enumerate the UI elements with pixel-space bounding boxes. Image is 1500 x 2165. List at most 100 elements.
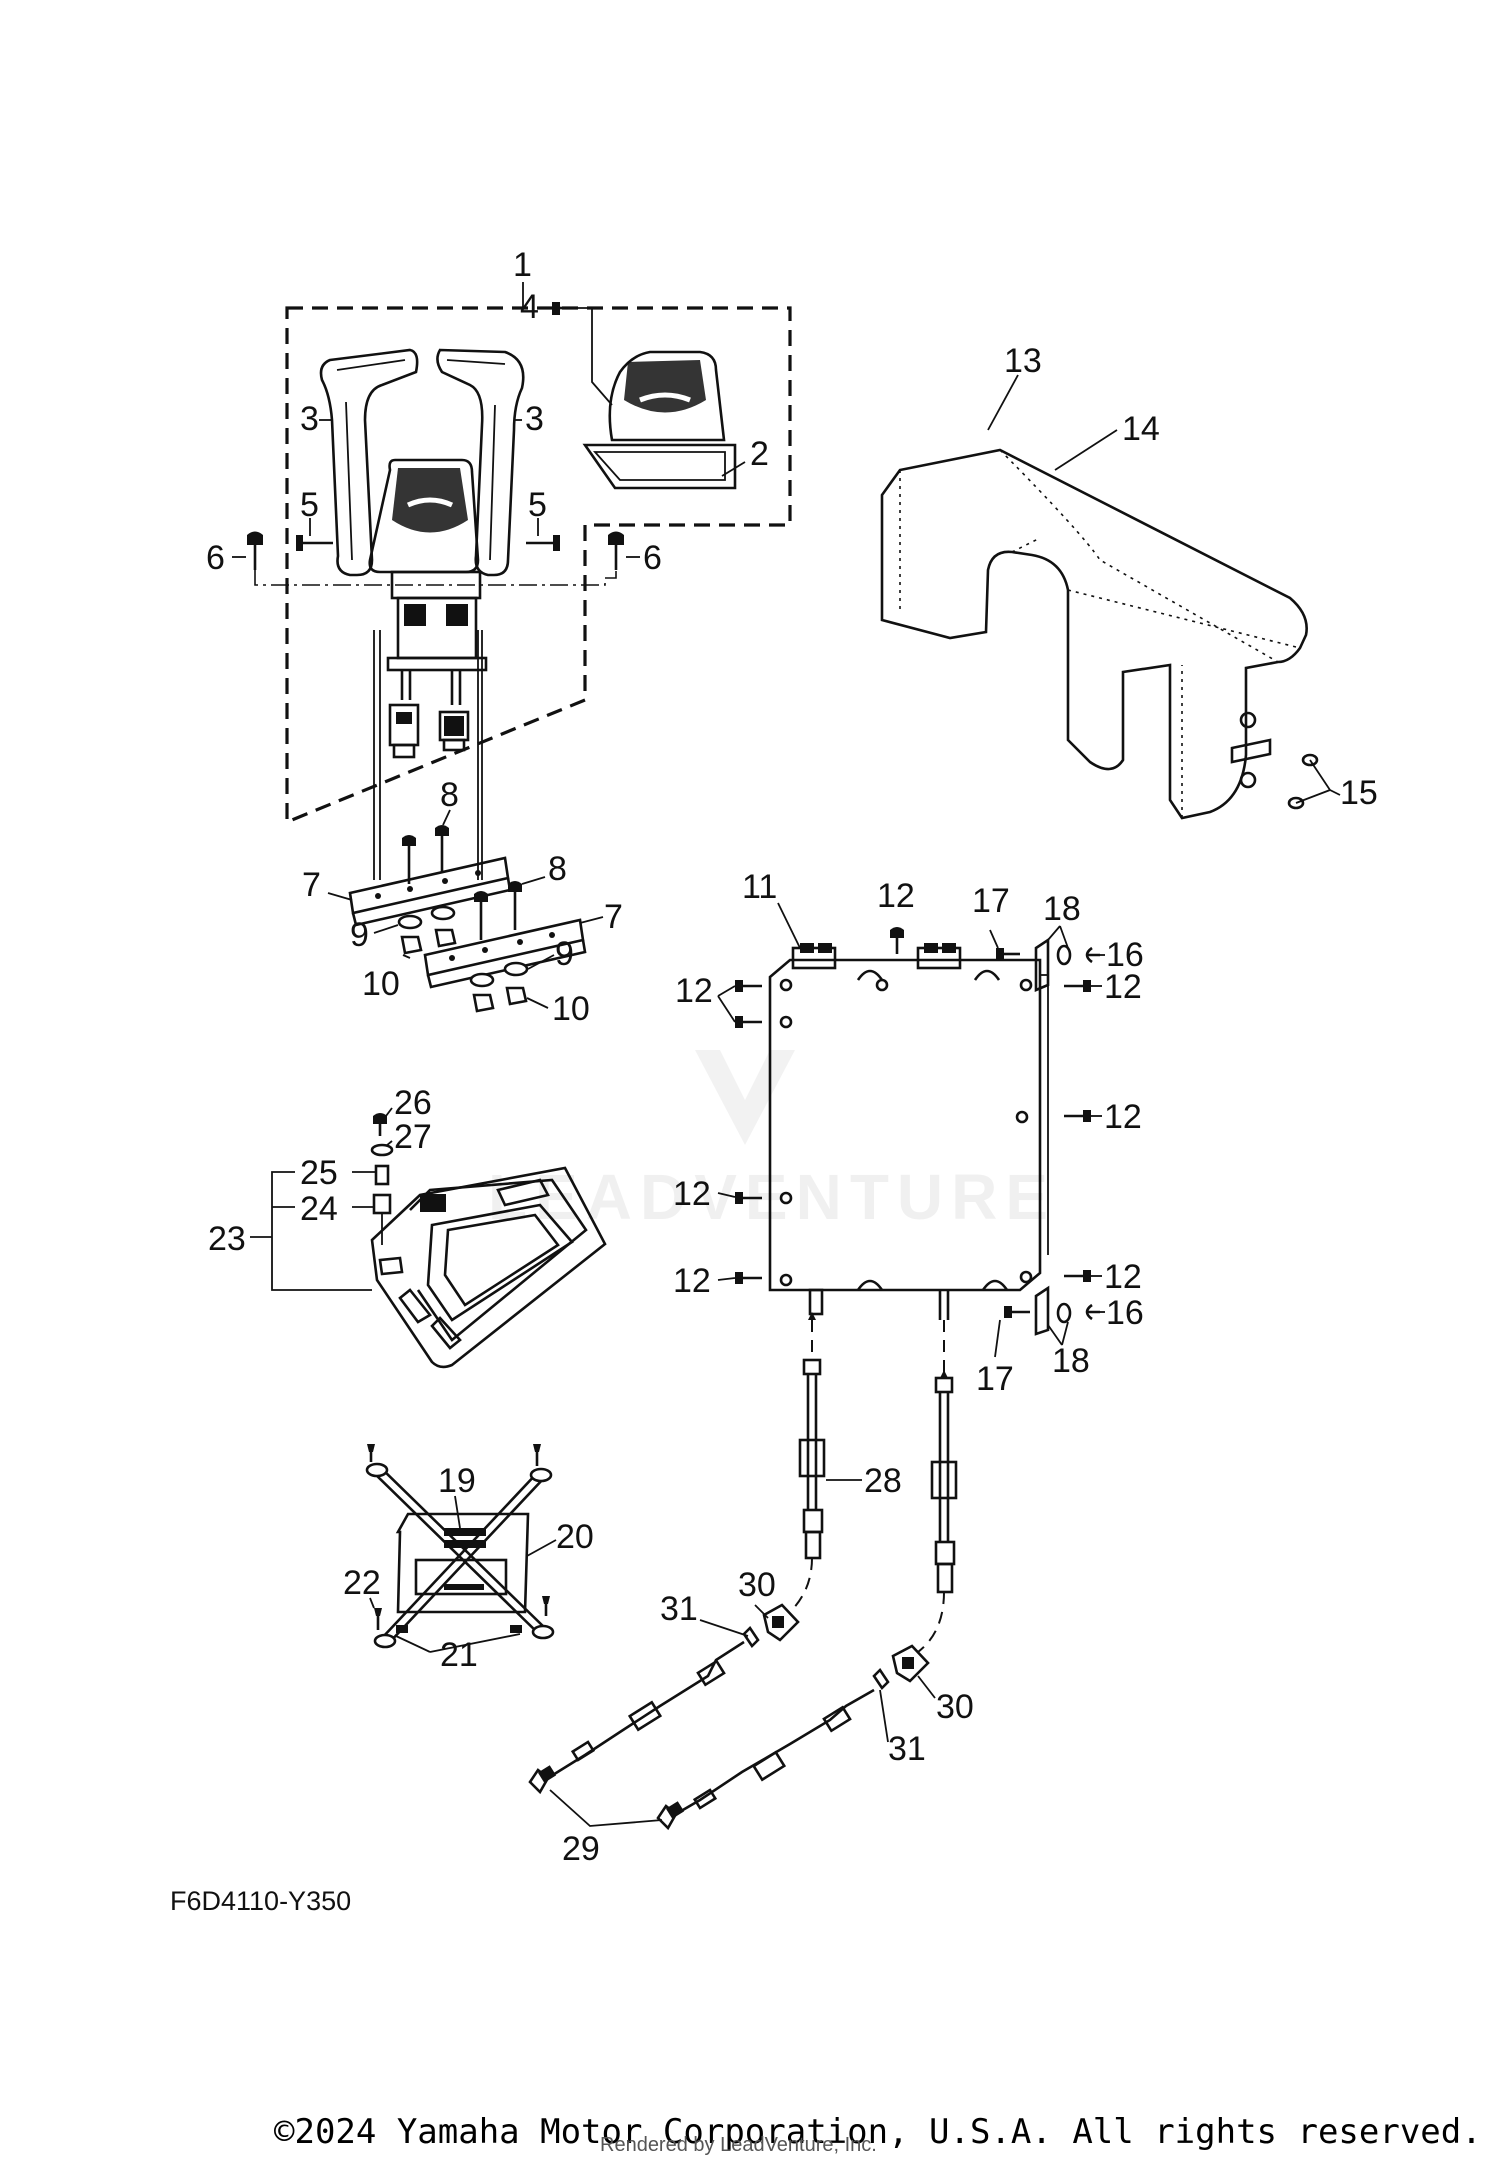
grommets-item-15: [1287, 753, 1319, 810]
callout-3-right: 3: [525, 400, 544, 438]
braces-item-21: [365, 1462, 555, 1649]
leader-9a: [373, 924, 399, 934]
screw-item-4: [552, 302, 575, 315]
leader-12h: [717, 1192, 736, 1198]
leader-7b: [579, 916, 604, 924]
leadventure-logo-watermark: [695, 1050, 795, 1145]
callout-18-lower: 18: [1052, 1342, 1090, 1380]
bracket-item-18-lower: [1034, 1285, 1072, 1336]
callout-19: 19: [438, 1462, 476, 1500]
leader-12a: [717, 985, 736, 1023]
kit-boundary-item-1: [285, 306, 792, 825]
mounting-frame-item-20: [395, 1512, 530, 1614]
controller-unit-item-23: [370, 1166, 607, 1369]
cable-item-28-left: [798, 1312, 826, 1560]
leader-30a: [754, 1604, 769, 1619]
connector-item-30-left: [762, 1603, 800, 1642]
leader-20: [526, 1539, 557, 1557]
leader-2: [721, 461, 746, 477]
leader-19: [454, 1495, 461, 1529]
screw-item-5-left: [296, 535, 333, 551]
callout-30-left: 30: [738, 1566, 776, 1604]
harness-connector-left: [388, 703, 420, 759]
cable-item-28-right: [930, 1320, 958, 1594]
callout-5-right: 5: [528, 486, 547, 524]
callout-6-right: 6: [643, 539, 662, 577]
leader-13: [987, 374, 1019, 431]
callout-24: 24: [300, 1190, 338, 1228]
cover-item-13-14: [880, 448, 1308, 820]
callout-9-right: 9: [555, 935, 574, 973]
cable-routing-left: [789, 1557, 813, 1613]
callout-6-left: 6: [206, 539, 225, 577]
leader-4: [575, 307, 613, 406]
callout-27: 27: [394, 1118, 432, 1156]
seal-item-31: [742, 1625, 890, 1691]
bolt-axis-line: [254, 570, 617, 586]
callout-9-left: 9: [350, 916, 369, 954]
connector-item-30-right: [891, 1644, 930, 1683]
callout-2: 2: [750, 435, 769, 473]
callout-12-right-lower: 12: [1104, 1258, 1142, 1296]
nuts-item-10: [400, 928, 528, 1013]
callout-4: 4: [520, 288, 539, 326]
leader-27: [385, 1140, 393, 1147]
bracket-item-18-upper: [1034, 937, 1072, 992]
callout-3-left: 3: [300, 400, 319, 438]
leader-31a: [699, 1619, 749, 1637]
callout-8-upper: 8: [440, 776, 459, 814]
callout-17-upper: 17: [972, 882, 1010, 920]
callout-28: 28: [864, 1462, 902, 1500]
leader-22: [369, 1597, 375, 1609]
callout-25: 25: [300, 1154, 338, 1192]
leader-30b: [917, 1675, 936, 1699]
callout-23: 23: [208, 1220, 246, 1258]
leader-26: [385, 1107, 393, 1117]
callout-12-left-upper: 12: [675, 972, 713, 1010]
extension-cable-item-29-lower: [656, 1688, 875, 1831]
callout-5-left: 5: [300, 486, 319, 524]
leader-7a: [327, 892, 353, 901]
diagram-code: F6D4110-Y350: [170, 1886, 352, 1916]
callout-7-left: 7: [302, 866, 321, 904]
fasteners-items-24-27: [370, 1113, 394, 1245]
callout-8-lower: 8: [548, 850, 567, 888]
callout-20: 20: [556, 1518, 594, 1556]
leader-18a: [1047, 925, 1069, 949]
leader-17a: [989, 929, 999, 949]
callout-12-right-middle: 12: [1104, 1098, 1142, 1136]
screws-item-22: [367, 1444, 550, 1630]
leader-14: [1054, 429, 1118, 471]
leader-17b: [994, 1319, 1001, 1358]
leader-8b: [521, 876, 546, 885]
leader-10b: [526, 997, 549, 1009]
screw-item-5-right: [526, 535, 560, 551]
callout-15: 15: [1340, 774, 1378, 812]
harness-connector-right: [438, 710, 470, 752]
callout-12-left-middle: 12: [673, 1175, 711, 1213]
callout-7-right: 7: [604, 898, 623, 936]
bolts-item-8: [402, 825, 522, 940]
cable-routing-right: [917, 1591, 945, 1653]
callout-12-left-lower: 12: [673, 1262, 711, 1300]
callout-30-right: 30: [936, 1688, 974, 1726]
callout-21: 21: [440, 1636, 478, 1674]
leader-18b: [1047, 1321, 1069, 1346]
control-module-item-11: [768, 943, 1049, 1320]
extension-cable-item-29-upper: [528, 1640, 745, 1795]
leader-31b: [879, 1689, 889, 1743]
callout-17-lower: 17: [976, 1360, 1014, 1398]
screws-item-12: [735, 927, 1091, 1284]
callout-16-lower: 16: [1106, 1294, 1144, 1332]
clip-item-16: [1085, 946, 1100, 1321]
callout-10-right: 10: [552, 990, 590, 1028]
leader-21: [395, 1633, 521, 1653]
bolt-item-6-right: [608, 531, 624, 570]
callout-10-left: 10: [362, 965, 400, 1003]
callout-31-left: 31: [660, 1590, 698, 1628]
callout-13: 13: [1004, 342, 1042, 380]
bolt-item-6-left: [247, 531, 263, 570]
leader-10a: [402, 954, 411, 959]
side-grip-left: [319, 348, 419, 577]
